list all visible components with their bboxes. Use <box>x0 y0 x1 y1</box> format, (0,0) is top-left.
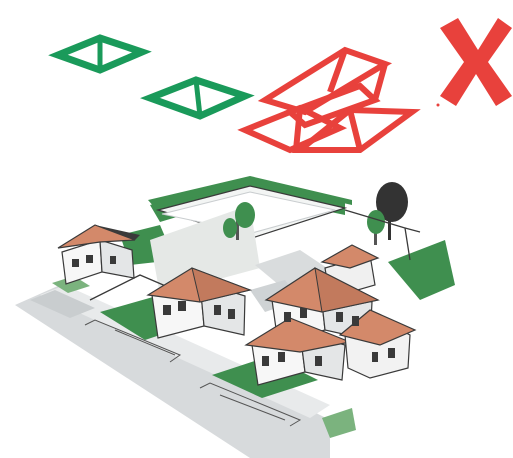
house-middle <box>146 267 253 339</box>
house-large <box>244 244 417 386</box>
red-dot <box>436 103 440 107</box>
house-left <box>57 224 140 285</box>
red-roof-outline <box>237 46 421 154</box>
x-cross-icon <box>440 18 512 106</box>
green-roof-outline-2 <box>140 76 255 120</box>
tree-right <box>367 210 385 245</box>
tree-dark <box>376 182 408 240</box>
tree-left <box>223 202 255 240</box>
street-details <box>84 319 302 427</box>
green-roof-outline-1 <box>48 34 152 74</box>
